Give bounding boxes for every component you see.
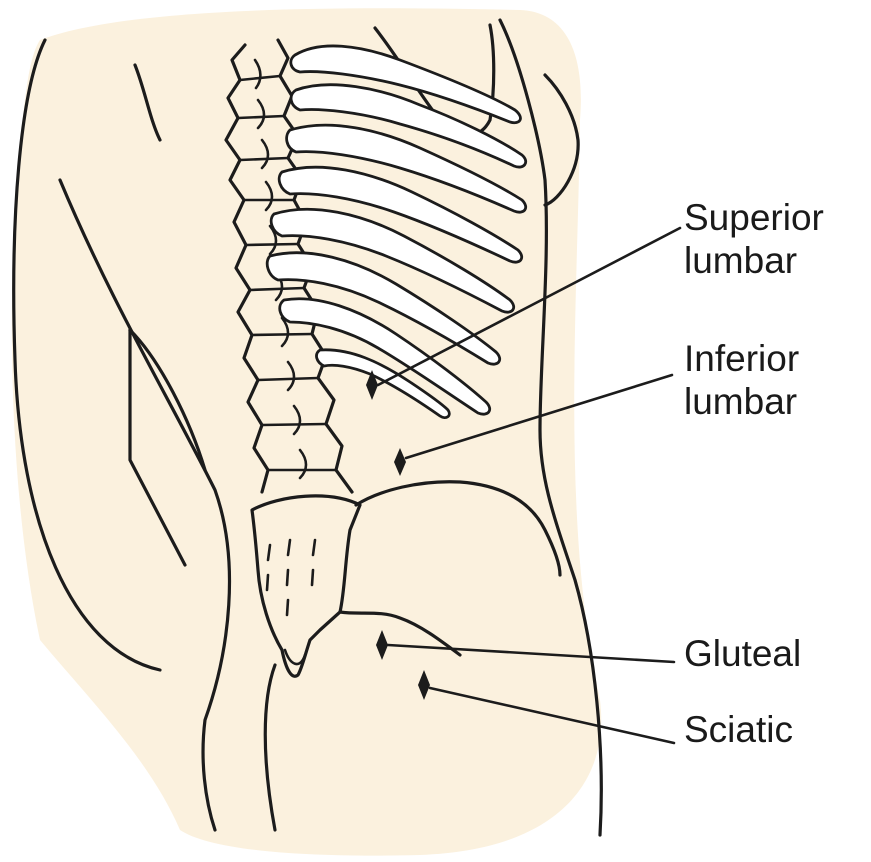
gluteal-label: Gluteal — [684, 632, 801, 675]
sciatic-label: Sciatic — [684, 708, 793, 751]
superior-lumbar-label: Superior lumbar — [684, 196, 824, 282]
inferior-lumbar-label-line-1: Inferior — [684, 337, 799, 380]
inferior-lumbar-label: Inferior lumbar — [684, 337, 799, 423]
superior-lumbar-label-line-1: Superior — [684, 196, 824, 239]
superior-lumbar-label-line-2: lumbar — [684, 239, 824, 282]
inferior-lumbar-label-line-2: lumbar — [684, 380, 799, 423]
